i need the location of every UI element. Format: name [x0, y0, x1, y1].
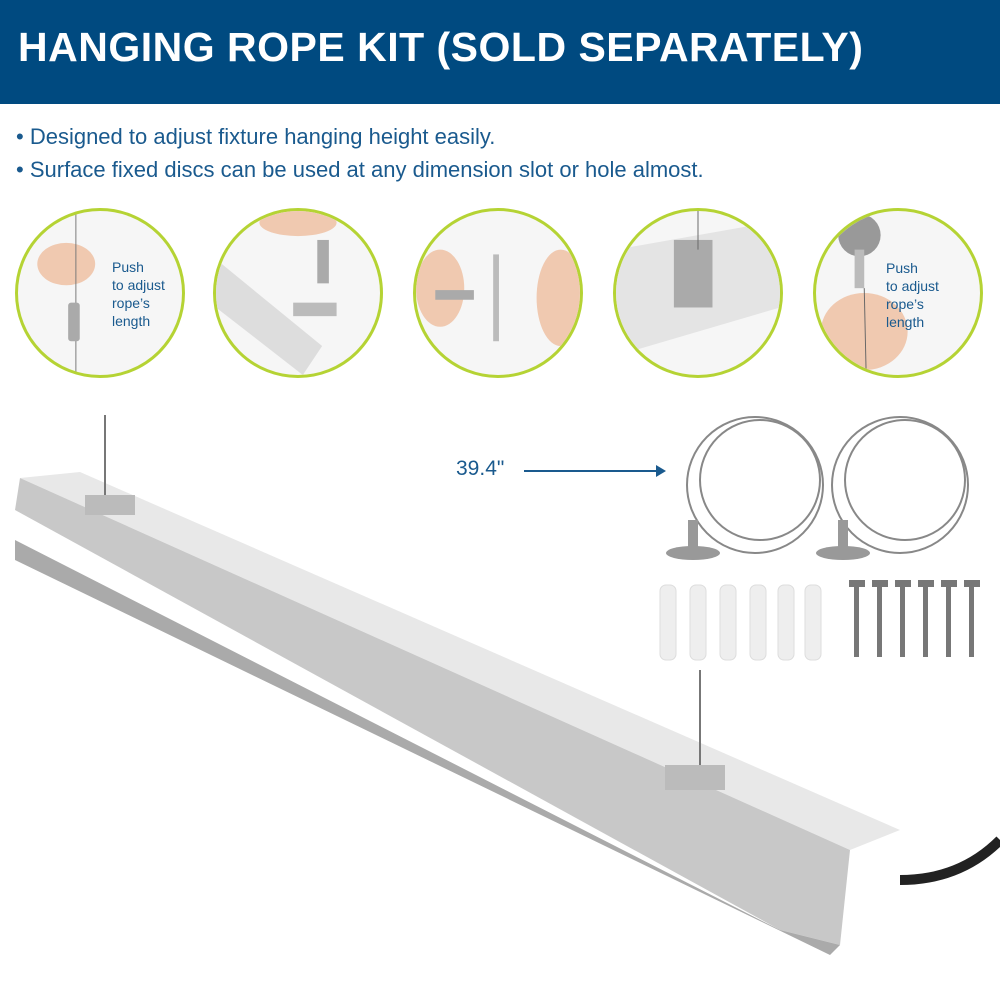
- fixture-illustration: [15, 415, 1000, 955]
- step-2-image: [213, 208, 383, 378]
- step-3-image: [413, 208, 583, 378]
- page-title: HANGING ROPE KIT (SOLD SEPARATELY): [18, 24, 864, 70]
- mount-discs: [666, 520, 870, 560]
- hanging-ropes: [686, 416, 969, 554]
- led-fixture: [15, 415, 1000, 955]
- rope-length-arrow: [524, 465, 666, 477]
- step-5-image: [813, 208, 983, 378]
- feature-item: Surface fixed discs can be used at any d…: [16, 153, 704, 186]
- step-1-image: [15, 208, 185, 378]
- rope-length-label: 39.4": [456, 457, 505, 480]
- feature-list: Designed to adjust fixture hanging heigh…: [16, 120, 704, 186]
- screws: [849, 580, 980, 657]
- header-banner: HANGING ROPE KIT (SOLD SEPARATELY): [0, 0, 1000, 104]
- step-4-image: [613, 208, 783, 378]
- wall-anchors: [659, 584, 822, 661]
- feature-item: Designed to adjust fixture hanging heigh…: [16, 120, 704, 153]
